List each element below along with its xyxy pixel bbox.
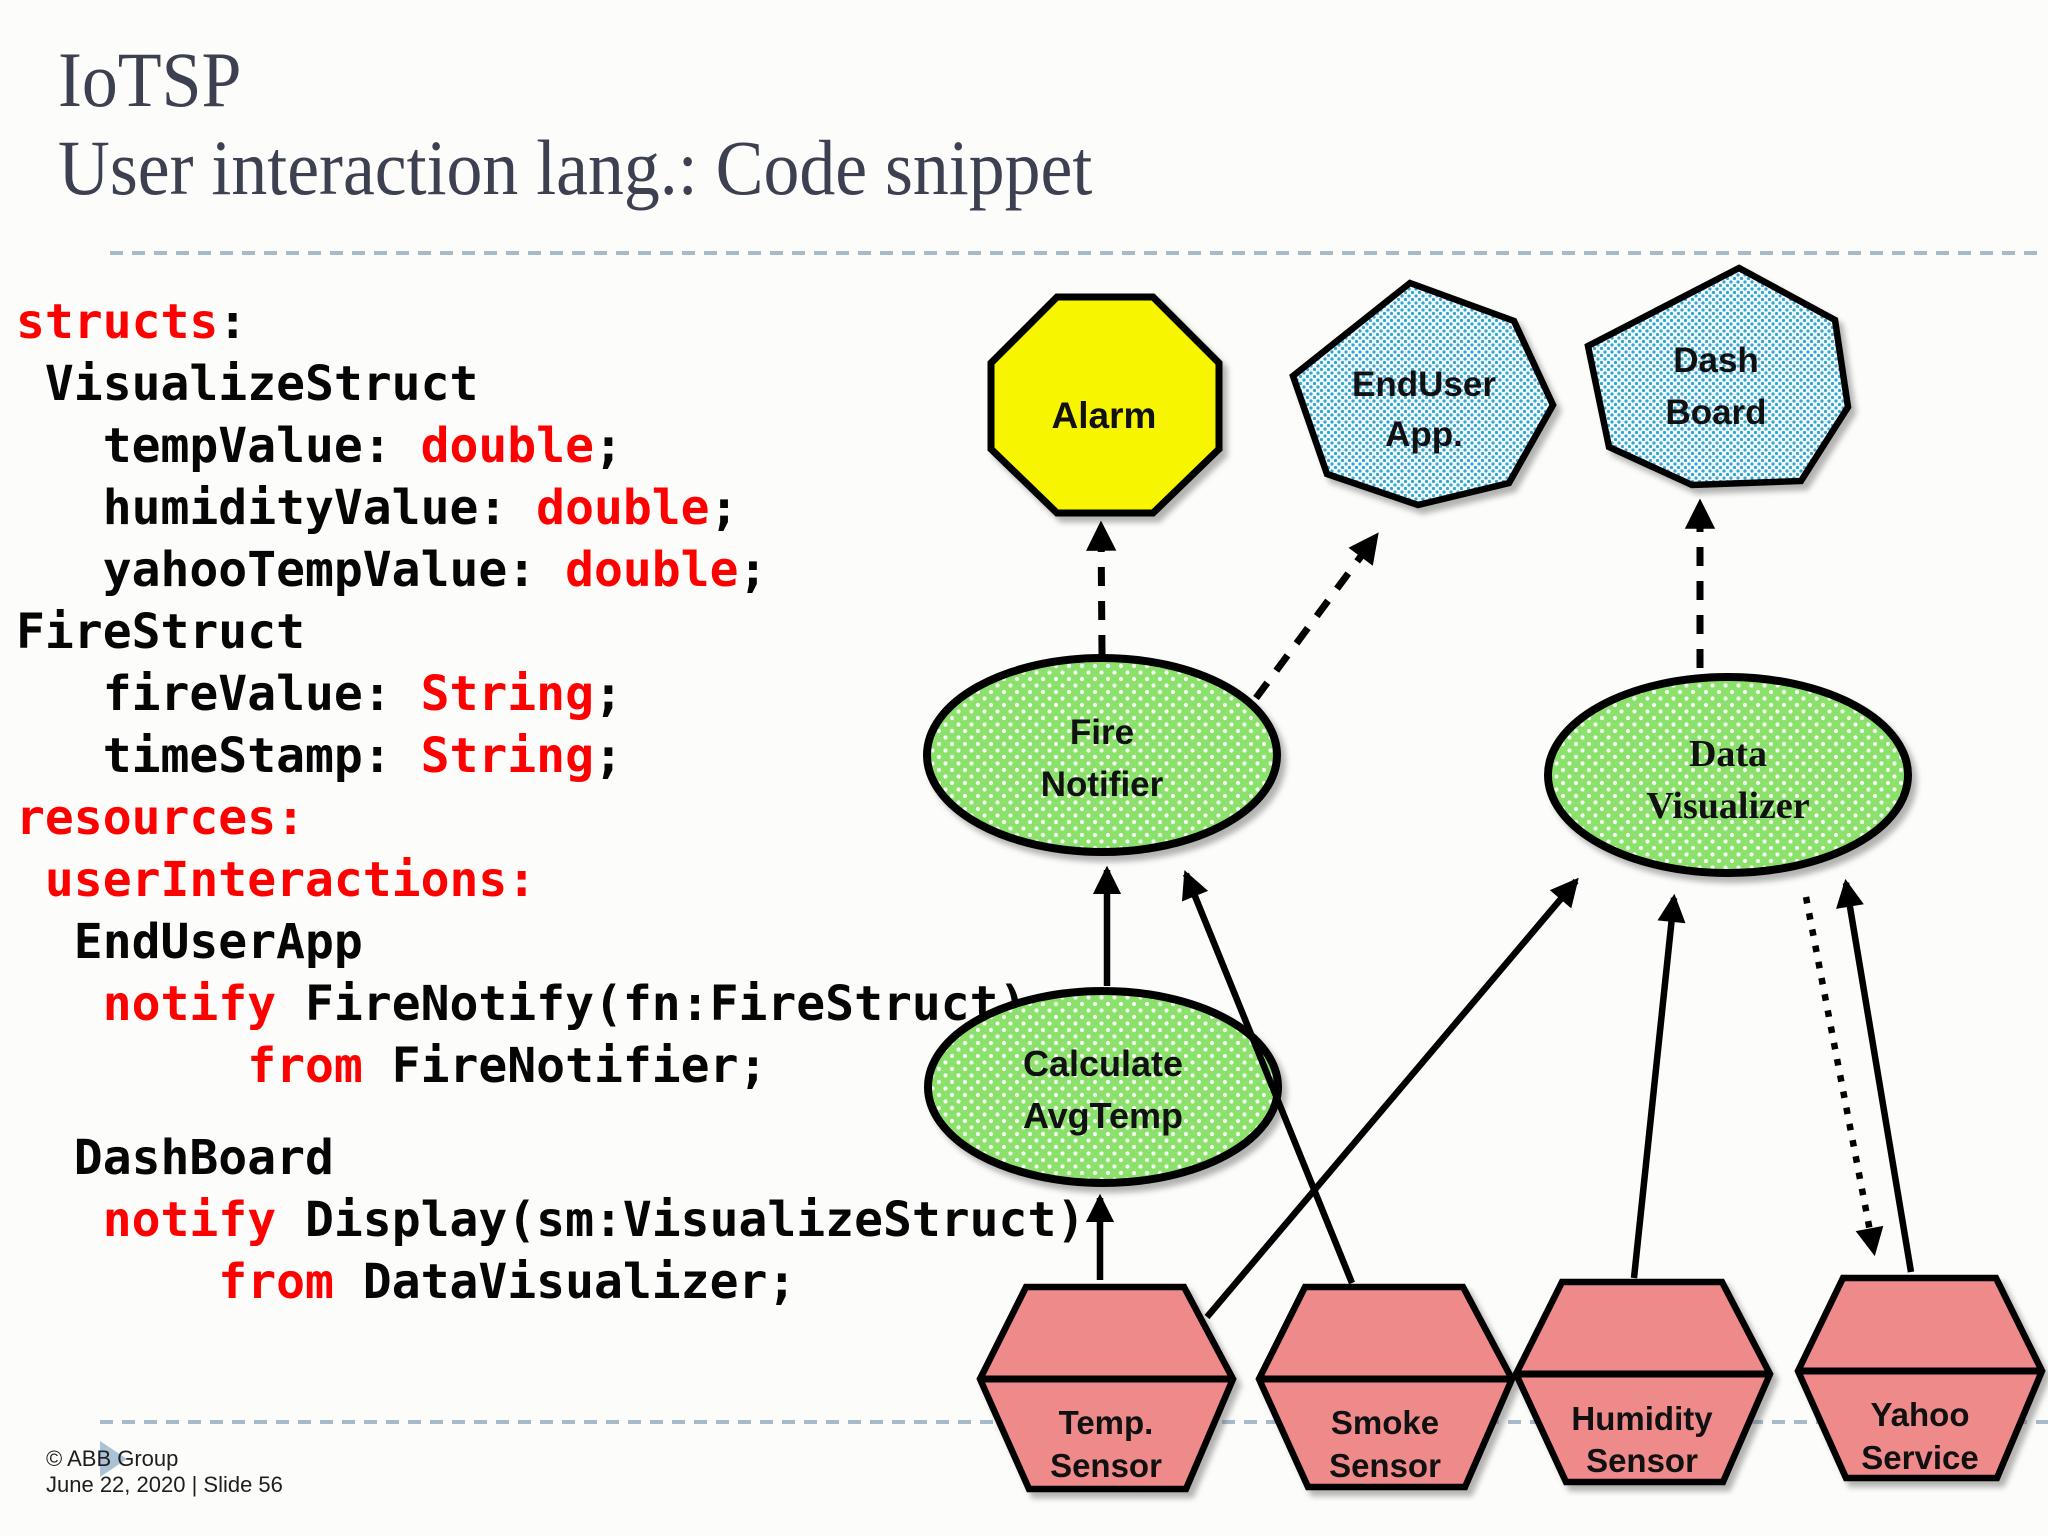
smoke-sensor-label-line1: Smoke: [1331, 1404, 1439, 1441]
code-token: fireValue:: [16, 666, 421, 722]
calculate-avg-temp-label-line1: Calculate: [1023, 1043, 1183, 1084]
code-token: from: [247, 1038, 363, 1094]
code-line: tempValue: double;: [16, 415, 1085, 477]
alarm-label: Alarm: [1052, 395, 1157, 436]
node-alarm: Alarm: [987, 293, 1223, 517]
code-token: notify: [102, 1192, 277, 1248]
calculate-avg-temp-ellipse: [924, 987, 1282, 1187]
code-token: yahooTempValue:: [16, 542, 566, 598]
smoke-sensor-label-line2: Sensor: [1329, 1447, 1441, 1484]
code-line: humidityValue: double;: [16, 477, 1085, 539]
fire-notifier-ellipse: [923, 654, 1281, 856]
dash-board-label-line2: Board: [1665, 393, 1766, 432]
node-calculate-avg-temp: Calculate AvgTemp: [924, 987, 1282, 1187]
node-humidity-sensor: Humidity Sensor: [1512, 1278, 1774, 1486]
end-user-app-label-line1: EndUser: [1352, 365, 1496, 404]
alarm-octagon: [987, 293, 1223, 517]
yahoo-service-label-line1: Yahoo: [1870, 1396, 1969, 1433]
code-line: structs:: [16, 291, 1085, 353]
code-token: ;: [709, 480, 739, 536]
code-token: FireStruct: [16, 604, 305, 660]
code-line: from DataVisualizer;: [16, 1251, 1085, 1313]
code-line: EndUserApp: [16, 911, 1085, 973]
code-line: from FireNotifier;: [16, 1035, 1085, 1097]
footer-play-triangle-icon: [100, 1441, 127, 1477]
code-token: Display(sm:VisualizeStruct): [276, 1192, 1086, 1248]
code-token: String: [420, 666, 594, 722]
code-token: tempValue:: [16, 418, 421, 474]
yahoo-service-label-line2: Service: [1861, 1439, 1978, 1476]
arrow-fire-notifier-to-end-user-app-dashed: [1253, 532, 1379, 701]
end-user-app-label-line2: App.: [1385, 415, 1463, 454]
code-line: resources:: [16, 787, 1085, 849]
code-token: structs: [16, 294, 219, 350]
code-token: from: [218, 1254, 334, 1310]
humidity-sensor-label-line2: Sensor: [1586, 1442, 1698, 1479]
code-token: EndUserApp: [16, 914, 363, 970]
code-line: userInteractions:: [16, 849, 1085, 911]
node-smoke-sensor: Smoke Sensor: [1255, 1283, 1516, 1491]
end-user-app-heptagon: [1289, 279, 1557, 509]
code-token: userInteractions:: [16, 852, 537, 908]
dash-board-label-line1: Dash: [1673, 341, 1759, 380]
code-token: String: [420, 728, 594, 784]
code-token: FireNotifier;: [362, 1038, 768, 1094]
node-end-user-app: EndUser App.: [1289, 279, 1557, 509]
code-token: double: [536, 480, 710, 536]
humidity-sensor-label-line1: Humidity: [1571, 1400, 1713, 1437]
dash-board-heptagon: [1584, 264, 1852, 489]
code-token: DataVisualizer;: [333, 1254, 797, 1310]
arrow-humidity-sensor-to-data-visualizer: [1630, 893, 1686, 1279]
code-token: ;: [593, 728, 623, 784]
node-fire-notifier: Fire Notifier: [923, 654, 1281, 856]
arrow-yahoo-service-to-data-visualizer: [1836, 878, 1915, 1273]
title-divider-line: [110, 251, 2040, 255]
code-line: fireValue: String;: [16, 663, 1085, 725]
footer-copyright: © ABB Group: [46, 1446, 179, 1471]
code-token: VisualizeStruct: [16, 356, 479, 412]
node-temp-sensor: Temp. Sensor: [976, 1283, 1237, 1493]
node-yahoo-service: Yahoo Service: [1794, 1274, 2046, 1482]
data-visualizer-label-line1: Data: [1689, 733, 1767, 775]
code-line: yahooTempValue: double;: [16, 539, 1085, 601]
calculate-avg-temp-label-line2: AvgTemp: [1023, 1095, 1183, 1136]
code-token: resources:: [16, 790, 305, 846]
page-title: IoTSP User interaction lang.: Code snipp…: [58, 36, 1092, 212]
code-token: FireNotify(fn:FireStruct): [276, 976, 1028, 1032]
data-visualizer-label-line2: Visualizer: [1646, 785, 1809, 827]
code-line: VisualizeStruct: [16, 353, 1085, 415]
code-token: double: [565, 542, 739, 598]
code-line: notify FireNotify(fn:FireStruct): [16, 973, 1085, 1035]
fire-notifier-label-line1: Fire: [1070, 713, 1134, 752]
code-line: notify Display(sm:VisualizeStruct): [16, 1189, 1086, 1251]
code-token: humidityValue:: [16, 480, 537, 536]
code-token: ;: [593, 418, 623, 474]
code-token: DashBoard: [16, 1130, 334, 1186]
node-dash-board: Dash Board: [1584, 264, 1852, 489]
diagram-arrows: [1085, 498, 1915, 1320]
arrow-smoke-sensor-to-fire-notifier: [1181, 870, 1356, 1285]
footer-date-slide: June 22, 2020 | Slide 56: [46, 1472, 283, 1497]
fire-notifier-label-line2: Notifier: [1041, 765, 1164, 804]
temp-sensor-label-line1: Temp.: [1059, 1404, 1154, 1441]
arrow-temp-sensor-to-data-visualizer: [1204, 877, 1579, 1320]
code-line: timeStamp: String;: [16, 725, 1085, 787]
code-token: ;: [593, 666, 623, 722]
temp-sensor-label-line2: Sensor: [1050, 1447, 1162, 1484]
code-token: :: [218, 294, 248, 350]
code-snippet: structs: VisualizeStruct tempValue: doub…: [16, 291, 1085, 1313]
code-token: double: [420, 418, 594, 474]
code-token: timeStamp:: [16, 728, 421, 784]
arrow-data-visualizer-to-yahoo-service-dotted: [1802, 896, 1884, 1257]
arrow-fire-notifier-to-alarm-dashed: [1086, 520, 1117, 655]
code-line: FireStruct: [16, 601, 1085, 663]
data-visualizer-ellipse: [1544, 673, 1912, 877]
code-line: DashBoard: [16, 1127, 1085, 1189]
code-token: ;: [738, 542, 768, 598]
node-data-visualizer: Data Visualizer: [1544, 673, 1912, 877]
code-token: notify: [102, 976, 277, 1032]
title-line-1: IoTSP: [58, 36, 242, 123]
title-line-2: User interaction lang.: Code snippet: [58, 124, 1093, 211]
